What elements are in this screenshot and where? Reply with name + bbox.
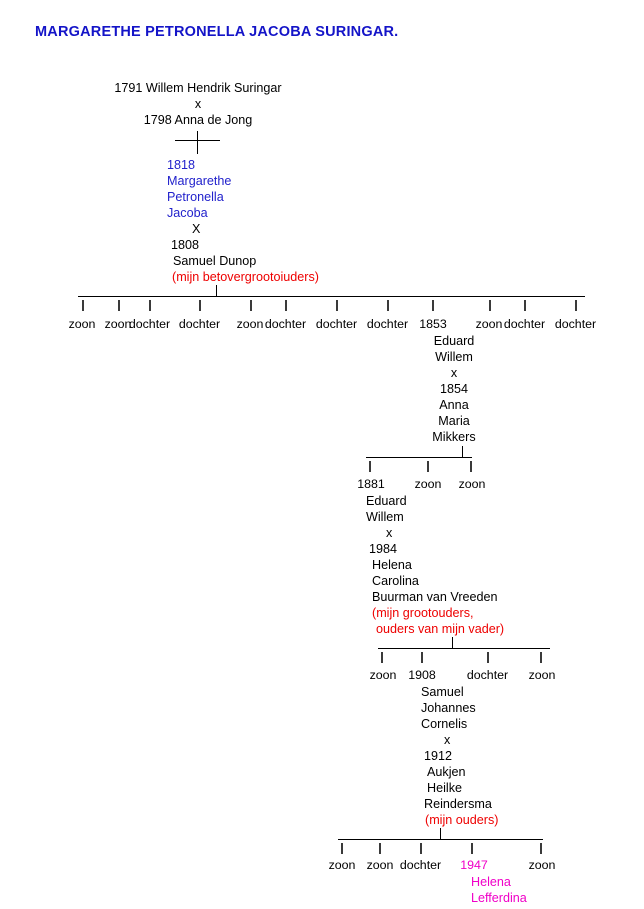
helena-lefferdina-line-1: Helena: [471, 875, 511, 889]
root-couple-marriage-symbol: x: [194, 97, 202, 111]
margarethe-lastname: Jacoba: [167, 206, 208, 220]
sibling-tick-gen5-4[interactable]: [471, 843, 473, 854]
connector-gen1-to-gen2: [216, 285, 217, 296]
sibling-label-gen5-5[interactable]: zoon: [528, 858, 556, 872]
root-couple-line-1: 1791 Willem Hendrik Suringar: [114, 81, 282, 95]
eduard-willem-1853-line-1: Eduard: [433, 334, 475, 348]
sibling-tick-gen2-4[interactable]: [199, 300, 201, 311]
sibling-label-gen2-4[interactable]: dochter: [178, 317, 221, 331]
samuel-dunop-name: Samuel Dunop: [173, 254, 257, 268]
sibling-label-gen2-3[interactable]: dochter: [128, 317, 171, 331]
sibling-tick-gen2-10[interactable]: [489, 300, 491, 311]
sibling-label-gen4-1[interactable]: zoon: [369, 668, 397, 682]
margarethe-couple-note: (mijn betovergrootoiuders): [172, 270, 319, 284]
samuel-1908-line-1: Samuel: [421, 685, 464, 699]
connector-root-vertical-upper: [197, 131, 198, 141]
sibling-tick-gen5-5[interactable]: [540, 843, 542, 854]
anna-maria-mikkers-line-2: Maria: [438, 414, 470, 428]
connector-root-vertical-lower: [197, 141, 198, 154]
sibling-label-gen3-2[interactable]: zoon: [414, 477, 442, 491]
sibling-tick-gen2-1[interactable]: [82, 300, 84, 311]
helena-carolina-line-1: Helena: [372, 558, 412, 572]
connector-gen4-to-gen5: [440, 828, 441, 839]
sibling-tick-gen2-11[interactable]: [524, 300, 526, 311]
connector-root-horizontal: [175, 140, 220, 141]
sibling-label-gen2-11[interactable]: dochter: [503, 317, 546, 331]
sibling-label-gen2-9[interactable]: 1853: [419, 317, 447, 331]
eduard-willem-1881-marriage-symbol: x: [386, 526, 393, 540]
parents-note: (mijn ouders): [425, 813, 499, 827]
connector-gen3-to-gen4: [452, 637, 453, 648]
aukjen-reindersma-birth-year: 1912: [424, 749, 453, 763]
grandparents-note-line-2: ouders van mijn vader): [376, 622, 505, 636]
sibling-tick-gen3-1[interactable]: [369, 461, 371, 472]
samuel-dunop-birth-year: 1808: [171, 238, 200, 252]
anna-maria-mikkers-line-1: Anna: [439, 398, 469, 412]
anna-maria-mikkers-line-3: Mikkers: [432, 430, 476, 444]
helena-carolina-line-3: Buurman van Vreeden: [372, 590, 498, 604]
sibling-label-gen2-12[interactable]: dochter: [554, 317, 597, 331]
sibling-label-gen5-4[interactable]: 1947: [460, 858, 488, 872]
samuel-1908-line-2: Johannes: [421, 701, 476, 715]
root-couple-line-2: 1798 Anna de Jong: [143, 113, 253, 127]
aukjen-reindersma-line-1: Aukjen: [427, 765, 466, 779]
sibling-label-gen5-2[interactable]: zoon: [366, 858, 394, 872]
connector-gen2-to-gen3: [462, 446, 463, 457]
sibling-bar-gen3: [366, 457, 472, 458]
sibling-label-gen2-7[interactable]: dochter: [315, 317, 358, 331]
sibling-bar-gen5: [338, 839, 543, 840]
sibling-tick-gen2-12[interactable]: [575, 300, 577, 311]
page-title: MARGARETHE PETRONELLA JACOBA SURINGAR.: [35, 24, 399, 40]
sibling-label-gen3-1[interactable]: 1881: [357, 477, 385, 491]
sibling-label-gen2-8[interactable]: dochter: [366, 317, 409, 331]
sibling-tick-gen2-2[interactable]: [118, 300, 120, 311]
sibling-label-gen2-6[interactable]: dochter: [264, 317, 307, 331]
sibling-label-gen3-3[interactable]: zoon: [458, 477, 486, 491]
sibling-label-gen2-1[interactable]: zoon: [68, 317, 96, 331]
sibling-tick-gen4-2[interactable]: [421, 652, 423, 663]
sibling-label-gen4-3[interactable]: dochter: [466, 668, 509, 682]
eduard-willem-1853-line-2: Willem: [435, 350, 473, 364]
margarethe-birth-year: 1818: [167, 158, 196, 172]
sibling-label-gen5-1[interactable]: zoon: [328, 858, 356, 872]
sibling-label-gen2-5[interactable]: zoon: [236, 317, 264, 331]
sibling-tick-gen5-3[interactable]: [420, 843, 422, 854]
sibling-tick-gen5-2[interactable]: [379, 843, 381, 854]
margarethe-marriage-symbol: X: [192, 222, 201, 236]
sibling-label-gen4-2[interactable]: 1908: [408, 668, 436, 682]
sibling-tick-gen2-7[interactable]: [336, 300, 338, 311]
anna-maria-mikkers-birth-year: 1854: [439, 382, 469, 396]
sibling-tick-gen4-1[interactable]: [381, 652, 383, 663]
eduard-willem-1881-line-1: Eduard: [366, 494, 407, 508]
eduard-willem-1853-marriage-symbol: x: [450, 366, 458, 380]
aukjen-reindersma-line-3: Reindersma: [424, 797, 492, 811]
sibling-tick-gen2-8[interactable]: [387, 300, 389, 311]
helena-carolina-birth-year: 1984: [369, 542, 398, 556]
samuel-1908-marriage-symbol: x: [444, 733, 451, 747]
sibling-tick-gen5-1[interactable]: [341, 843, 343, 854]
aukjen-reindersma-line-2: Heilke: [427, 781, 462, 795]
sibling-label-gen2-2[interactable]: zoon: [104, 317, 132, 331]
sibling-bar-gen4: [378, 648, 550, 649]
sibling-label-gen2-10[interactable]: zoon: [475, 317, 503, 331]
sibling-bar-gen2: [78, 296, 585, 297]
helena-carolina-line-2: Carolina: [372, 574, 419, 588]
margarethe-middlename: Petronella: [167, 190, 224, 204]
sibling-tick-gen3-2[interactable]: [427, 461, 429, 472]
sibling-label-gen4-4[interactable]: zoon: [528, 668, 556, 682]
sibling-tick-gen4-3[interactable]: [487, 652, 489, 663]
helena-lefferdina-line-2: Lefferdina: [471, 891, 527, 905]
samuel-1908-line-3: Cornelis: [421, 717, 468, 731]
eduard-willem-1881-line-2: Willem: [366, 510, 404, 524]
grandparents-note-line-1: (mijn grootouders,: [372, 606, 474, 620]
sibling-tick-gen4-4[interactable]: [540, 652, 542, 663]
sibling-tick-gen2-6[interactable]: [285, 300, 287, 311]
sibling-tick-gen3-3[interactable]: [470, 461, 472, 472]
sibling-label-gen5-3[interactable]: dochter: [399, 858, 442, 872]
sibling-tick-gen2-5[interactable]: [250, 300, 252, 311]
margarethe-firstname: Margarethe: [167, 174, 232, 188]
sibling-tick-gen2-9[interactable]: [432, 300, 434, 311]
sibling-tick-gen2-3[interactable]: [149, 300, 151, 311]
